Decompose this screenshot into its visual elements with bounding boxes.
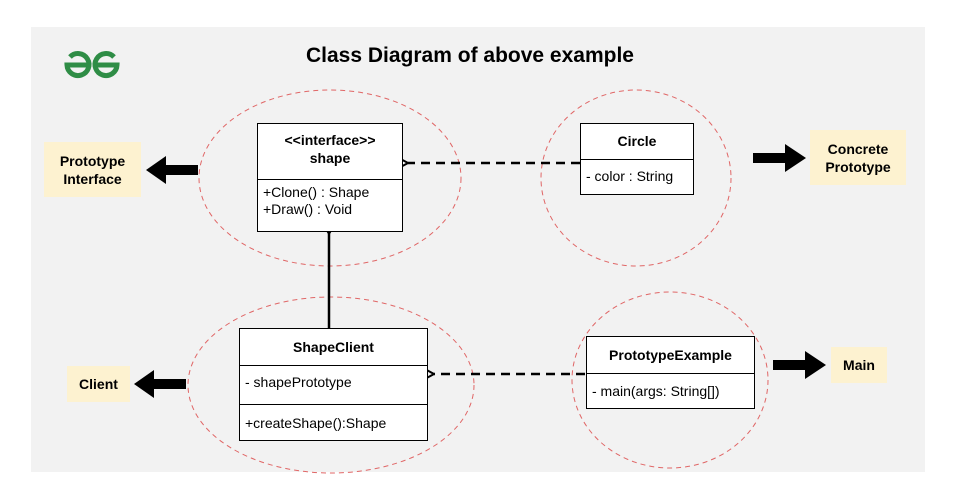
attribute-color: - color : String <box>586 168 674 184</box>
class-box-shape-client: ShapeClient - shapePrototype +createShap… <box>239 328 428 441</box>
class-header-circle: Circle <box>581 124 693 159</box>
ellipse-prototype-example <box>571 291 769 469</box>
methods-section-shape-client: +createShape():Shape <box>240 404 427 432</box>
tag-client-label: Client <box>79 376 118 392</box>
class-box-prototype-example: PrototypeExample - main(args: String[]) <box>586 336 755 409</box>
attributes-section-circle: - color : String <box>581 159 693 185</box>
attributes-section-shape-client: - shapePrototype <box>240 365 427 404</box>
geeksforgeeks-logo-icon <box>64 51 120 79</box>
method-main: - main(args: String[]) <box>592 383 720 399</box>
methods-section-prototype-example: - main(args: String[]) <box>587 373 754 400</box>
tag-prototype-interface-line1: Prototype <box>59 152 126 169</box>
methods-section-shape: +Clone() : Shape +Draw() : Void <box>258 179 402 218</box>
class-header-prototype-example: PrototypeExample <box>587 337 754 373</box>
callout-arrow-client <box>134 370 186 398</box>
tag-prototype-interface-line2: Interface <box>63 170 122 187</box>
callout-arrow-prototype-interface <box>146 156 198 184</box>
class-header-shape-client: ShapeClient <box>240 329 427 365</box>
diagram-title: Class Diagram of above example <box>306 44 634 67</box>
class-name-circle: Circle <box>617 133 657 149</box>
callout-arrow-main <box>773 351 826 379</box>
class-name-shape: shape <box>309 150 351 166</box>
callout-arrow-concrete-prototype <box>753 144 806 172</box>
class-box-shape: <<interface>> shape +Clone() : Shape +Dr… <box>257 123 403 232</box>
class-header-shape: <<interface>> shape <box>258 124 402 179</box>
tag-concrete-prototype: Concrete Prototype <box>810 130 906 185</box>
tag-client: Client <box>67 366 130 402</box>
ellipse-shape-client <box>187 296 475 474</box>
class-name-shape-client: ShapeClient <box>293 339 374 355</box>
diagram-panel <box>31 27 925 472</box>
attribute-shape-prototype: - shapePrototype <box>245 374 352 390</box>
class-box-circle: Circle - color : String <box>580 123 694 195</box>
tag-concrete-prototype-line1: Concrete <box>827 140 889 157</box>
tag-main-label: Main <box>843 357 875 373</box>
tag-main: Main <box>831 347 887 383</box>
tag-concrete-prototype-line2: Prototype <box>825 158 891 175</box>
stereotype-label: <<interface>> <box>284 132 376 148</box>
method-clone: +Clone() : Shape <box>263 184 370 200</box>
ellipse-circle <box>540 89 732 267</box>
class-name-prototype-example: PrototypeExample <box>609 347 732 363</box>
tag-prototype-interface: Prototype Interface <box>44 142 141 197</box>
method-create-shape: +createShape():Shape <box>245 415 387 431</box>
method-draw: +Draw() : Void <box>263 201 353 217</box>
